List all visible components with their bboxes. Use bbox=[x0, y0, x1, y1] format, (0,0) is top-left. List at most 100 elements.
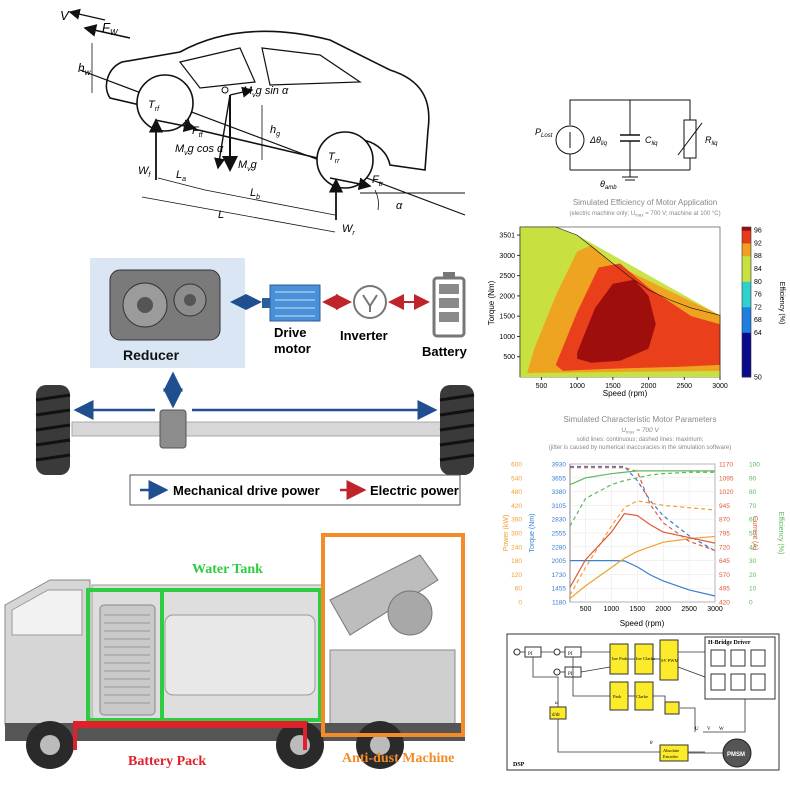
battery-pack-highlight bbox=[75, 721, 305, 728]
iq-pi-label: PI bbox=[568, 652, 573, 657]
label-mvg: Mvg bbox=[238, 159, 258, 173]
params-axis-tick-label: 420 bbox=[719, 600, 730, 607]
eff-xtick-label: 1000 bbox=[569, 383, 585, 390]
truck-svg: Water Tank Anti-dust Machine Battery Pac… bbox=[4, 533, 465, 769]
params-axis-tick-label: 30 bbox=[749, 558, 757, 565]
params-axis-tick-label: 100 bbox=[749, 462, 760, 469]
colorbar-segment bbox=[742, 354, 751, 359]
drivetrain-diagram: Reducer Drive motor Inverter Battery bbox=[30, 250, 480, 512]
normal-gravity-arrow bbox=[214, 94, 231, 170]
colorbar-segment bbox=[742, 252, 751, 257]
drive-motor-icon bbox=[262, 284, 321, 322]
colorbar-segment bbox=[742, 329, 751, 333]
reducer-gearbox-image bbox=[109, 269, 221, 341]
params-xtick-label: 2000 bbox=[655, 606, 671, 613]
colorbar-tick-label: 72 bbox=[754, 304, 762, 311]
params-axis-tick-label: 180 bbox=[511, 558, 522, 565]
colorbar-segment bbox=[742, 262, 751, 266]
params-axis-label: Power (kW) bbox=[503, 515, 510, 552]
label-wr: Wr bbox=[342, 223, 355, 237]
ddt-label: d/dt bbox=[552, 713, 560, 718]
eff-xtick-label: 3000 bbox=[712, 383, 728, 390]
params-axis-tick-label: 2280 bbox=[552, 544, 567, 551]
node-w: W bbox=[719, 727, 724, 732]
params-axis-tick-label: 3930 bbox=[552, 462, 567, 469]
params-axis-tick-label: 1020 bbox=[719, 489, 734, 496]
torque-envelope-line bbox=[519, 226, 721, 377]
eff-ytick-label: 500 bbox=[503, 354, 515, 361]
params-axis-tick-label: 2830 bbox=[552, 517, 567, 524]
anti-dust-label: Anti-dust Machine bbox=[342, 751, 454, 766]
colorbar-segment bbox=[742, 309, 751, 314]
thermal-circuit-svg: PLost Δθliq Cliq Rliq θamb bbox=[535, 99, 718, 190]
thermal-circuit: PLost Δθliq Cliq Rliq θamb bbox=[530, 95, 750, 190]
params-axis-tick-label: 0 bbox=[749, 600, 753, 607]
params-axis-tick-label: 60 bbox=[515, 586, 523, 593]
colorbar-segment bbox=[742, 258, 751, 263]
params-axis-tick-label: 40 bbox=[749, 544, 757, 551]
grille-lines bbox=[104, 614, 150, 704]
hbridge-box bbox=[704, 636, 776, 700]
colorbar-segment bbox=[742, 313, 751, 317]
efficiency-band-96 bbox=[577, 279, 656, 363]
id-pi-label: PI bbox=[568, 672, 573, 677]
colorbar-segment bbox=[742, 290, 751, 295]
differential bbox=[159, 409, 187, 449]
node-u: U bbox=[695, 727, 699, 732]
params-xlabel: Speed (rpm) bbox=[620, 619, 665, 628]
colorbar-tick-label: 76 bbox=[754, 292, 762, 299]
colorbar-segment bbox=[742, 265, 751, 269]
params-xtick-label: 1500 bbox=[630, 606, 646, 613]
anti-dust-cannon bbox=[329, 554, 439, 636]
legend-mech-label: Mechanical drive power bbox=[173, 483, 320, 498]
battery-label: Battery bbox=[422, 344, 468, 359]
inverter-label: Inverter bbox=[340, 328, 388, 343]
label-ff: Ftf bbox=[192, 125, 204, 139]
label-theta-amb: θamb bbox=[600, 179, 617, 190]
svpwm-label: SV PWM bbox=[661, 658, 679, 663]
params-axis-tick-label: 240 bbox=[511, 544, 522, 551]
params-subtitle: Umax = 700 V bbox=[621, 427, 659, 435]
params-axis-tick-label: 360 bbox=[511, 517, 522, 524]
params-axis-tick-label: 60 bbox=[749, 517, 757, 524]
params-series-line-0 bbox=[570, 465, 716, 552]
params-axis-tick-label: 480 bbox=[511, 489, 522, 496]
colorbar-segment bbox=[742, 294, 751, 298]
water-tank-shape bbox=[164, 614, 316, 696]
eff-ytick-label: 3000 bbox=[499, 253, 515, 260]
params-axis-tick-label: 2005 bbox=[552, 558, 567, 565]
colorbar-segment bbox=[742, 284, 751, 289]
colorbar-label: Efficiency (%) bbox=[778, 282, 785, 325]
colorbar-segment bbox=[742, 303, 751, 308]
colorbar-segment bbox=[742, 287, 751, 292]
params-series-line-1 bbox=[570, 560, 716, 597]
la-dimension bbox=[157, 177, 206, 191]
right-tire bbox=[439, 385, 475, 475]
params-axis-tick-label: 90 bbox=[749, 475, 757, 482]
colorbar-tick-label: 80 bbox=[754, 279, 762, 286]
params-axis-tick-label: 540 bbox=[511, 475, 522, 482]
params-axis-tick-label: 1730 bbox=[552, 572, 567, 579]
params-axis-label: Torque (Nm) bbox=[529, 514, 536, 553]
water-tank-highlight bbox=[86, 588, 322, 722]
eff-ytick-label: 2000 bbox=[499, 293, 515, 300]
params-note-1: solid lines: continuous; dashed lines: m… bbox=[577, 437, 704, 443]
label-p-loss: PLost bbox=[535, 127, 553, 139]
params-note-2: (jitter is caused by numerical inaccurac… bbox=[549, 445, 731, 451]
colorbar-segment bbox=[742, 335, 751, 340]
colorbar-segment bbox=[742, 281, 751, 285]
efficiency-map-subtitle: (electric machine only; Umax = 700 V; ma… bbox=[569, 211, 720, 218]
label-lb: Lb bbox=[250, 187, 260, 201]
cab-window bbox=[11, 589, 83, 636]
colorbar-tick-label: 50 bbox=[754, 375, 762, 382]
speed-sum-junction bbox=[513, 648, 521, 656]
params-axis-tick-label: 1455 bbox=[552, 586, 567, 593]
params-series-line-6 bbox=[569, 470, 715, 486]
velocity-arrow bbox=[68, 8, 106, 21]
front-wheel bbox=[136, 74, 194, 132]
params-axis-tick-label: 120 bbox=[511, 572, 522, 579]
dsp-label: DSP bbox=[513, 762, 525, 768]
battery-pack-label: Battery Pack bbox=[128, 754, 206, 769]
